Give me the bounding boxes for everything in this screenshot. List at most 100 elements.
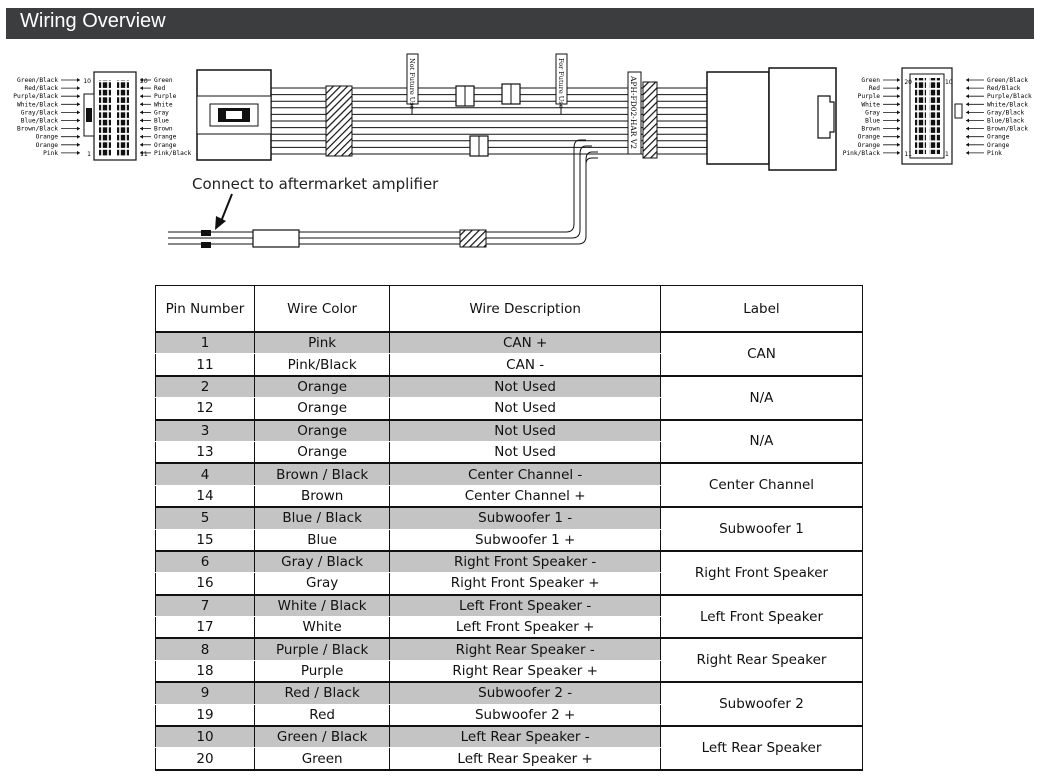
wire-color-cell: Blue / Black: [253, 506, 391, 530]
wiring-diagram: 10 20 1 11 Green/BlackRed/BlackPurple/Bl…: [13, 53, 1032, 248]
header-pin-number: Pin Number: [155, 285, 255, 333]
left-conn-pin-20: 20: [140, 78, 148, 85]
pin-arrow: [897, 118, 900, 123]
pin-arrow: [966, 78, 969, 82]
pin-arrow: [77, 134, 80, 139]
pin-arrow: [77, 142, 80, 147]
wire-description-cell: Left Rear Speaker +: [389, 747, 661, 771]
pin-arrow: [140, 150, 143, 155]
pin-number-cell: 14: [155, 485, 255, 509]
wire-color-cell: Orange: [253, 418, 391, 442]
pin-label: Brown: [154, 126, 173, 133]
label-cell: CAN: [659, 331, 864, 377]
header-wire-color: Wire Color: [253, 285, 391, 333]
pin-label: Green/Black: [17, 77, 58, 84]
pin-label: Pink: [43, 150, 58, 157]
label-cell: Center Channel: [659, 462, 864, 509]
table-header-row: Pin Number Wire Color Wire Description L…: [155, 285, 864, 333]
pin-label: White: [154, 101, 173, 108]
pin-arrow: [77, 78, 80, 82]
pin-label: Orange: [987, 134, 1010, 141]
pin-label: Red/Black: [24, 85, 58, 92]
wire-color-cell: Green / Black: [253, 725, 391, 749]
pin-label: Red: [869, 85, 880, 92]
wire-color-cell: Purple: [253, 660, 391, 684]
pin-label: Purple/Black: [987, 93, 1032, 100]
right-connector-right-labels: Green/BlackRed/BlackPurple/BlackWhite/Bl…: [966, 77, 1032, 157]
pin-label: Gray: [865, 109, 880, 116]
pin-arrow: [77, 118, 80, 123]
pin-arrow: [966, 126, 969, 131]
wire-color-cell: Pink/Black: [253, 353, 391, 377]
pin-label: Green/Black: [987, 77, 1028, 84]
wire-color-cell: Orange: [253, 441, 391, 465]
pin-number-cell: 10: [155, 725, 255, 749]
pin-arrow: [140, 126, 143, 131]
pin-label: Gray: [154, 109, 169, 116]
label-cell: Left Front Speaker: [659, 593, 864, 640]
pin-arrow: [897, 134, 900, 139]
left-conn-pin-11: 11: [140, 151, 148, 158]
pin-label: Blue: [865, 118, 880, 125]
wire-description-cell: Not Used: [389, 418, 661, 442]
harness: Not Future Use For Future Use APH-FD02-H…: [168, 53, 837, 248]
wire-color-cell: Gray / Black: [253, 549, 391, 574]
pin-arrow: [897, 110, 900, 115]
wire-description-cell: Not Used: [389, 397, 661, 421]
wire-description-cell: Not Used: [389, 374, 661, 399]
pin-label: Orange: [154, 142, 177, 149]
tag-not-future-use: Not Future Use: [408, 58, 416, 110]
wire-description-cell: Left Front Speaker -: [389, 593, 661, 618]
pin-arrow: [140, 86, 143, 91]
wire-description-cell: Center Channel +: [389, 485, 661, 509]
wire-color-cell: Brown / Black: [253, 462, 391, 486]
pin-number-cell: 18: [155, 660, 255, 684]
wire-description-cell: Right Rear Speaker +: [389, 660, 661, 684]
pin-arrow: [77, 102, 80, 107]
right-connector: 20 10 11 1: [901, 67, 963, 165]
wire-color-cell: Red / Black: [253, 681, 391, 705]
pin-label: Purple/Black: [13, 93, 58, 100]
pin-label: Purple: [858, 93, 881, 100]
wire-color-cell: Red: [253, 704, 391, 728]
amplifier-callout: Connect to aftermarket amplifier: [192, 175, 439, 193]
pin-arrow: [140, 78, 143, 82]
pin-arrow: [140, 142, 143, 147]
wire-description-cell: Left Rear Speaker -: [389, 725, 661, 749]
left-connector: 10 20 1 11: [83, 71, 148, 161]
pin-number-cell: 15: [155, 529, 255, 552]
wire-color-cell: White / Black: [253, 593, 391, 618]
pin-label: Orange: [858, 134, 881, 141]
pin-arrow: [897, 94, 900, 99]
pin-label: Orange: [987, 142, 1010, 149]
pin-arrow: [140, 134, 143, 139]
left-connector-left-labels: Green/BlackRed/BlackPurple/BlackWhite/Bl…: [13, 77, 80, 157]
header-label: Label: [659, 285, 864, 333]
header-wire-description: Wire Description: [389, 285, 661, 333]
pin-label: Orange: [36, 142, 59, 149]
right-conn-pin-10: 10: [945, 79, 953, 86]
pin-arrow: [966, 110, 969, 115]
pin-arrow: [966, 102, 969, 107]
pin-number-cell: 3: [155, 418, 255, 442]
pin-arrow: [966, 150, 969, 155]
pin-arrow: [897, 86, 900, 91]
pin-label: Orange: [36, 134, 59, 141]
tag-part-number: APH-FD02-HAR V2: [629, 75, 638, 149]
pin-label: Brown/Black: [987, 126, 1028, 133]
pin-number-cell: 8: [155, 637, 255, 661]
wire-description-cell: Not Used: [389, 441, 661, 465]
pin-number-cell: 20: [155, 747, 255, 771]
right-connector-left-labels: GreenRedPurpleWhiteGrayBlueBrownOrangeOr…: [843, 77, 900, 157]
wire-color-cell: Orange: [253, 397, 391, 421]
wire-color-cell: Brown: [253, 485, 391, 509]
pin-label: Pink/Black: [843, 150, 881, 157]
